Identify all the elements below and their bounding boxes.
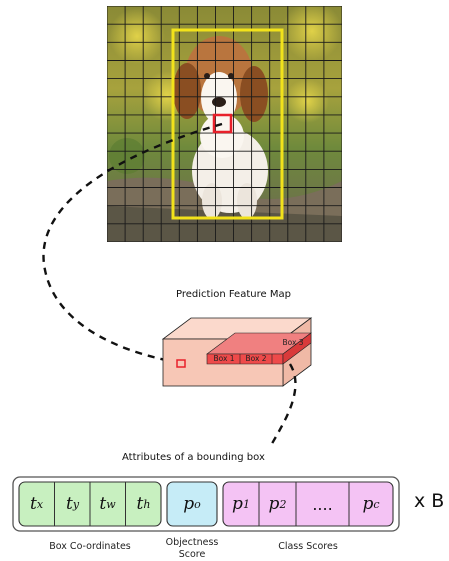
attributes-title: Attributes of a bounding box — [122, 452, 265, 463]
responsible-cell — [212, 113, 233, 134]
slice-label-box1: Box 1 — [213, 354, 234, 363]
dashed-connector-attributes — [268, 363, 297, 448]
ground-truth-bbox — [171, 28, 284, 220]
grid-overlay — [107, 6, 342, 242]
feature-map-title: Prediction Feature Map — [176, 289, 291, 300]
slice-label-box3: Box 3 — [282, 338, 303, 347]
class-scores-group — [222, 481, 394, 527]
dashed-connector-arrow — [42, 122, 223, 364]
box-coords-caption: Box Co-ordinates — [49, 541, 131, 552]
multiplier-label: x B — [414, 490, 445, 512]
class-scores-caption: Class Scores — [278, 541, 338, 552]
attribute-vector-frame — [12, 476, 400, 532]
objectness-caption-line1: Objectness — [165, 537, 219, 548]
objectness-caption-line2: Score — [178, 549, 206, 560]
objectness-group — [166, 481, 218, 527]
feature-map-cube — [161, 317, 313, 387]
cell-ellipsis: .... — [312, 494, 333, 514]
slice-label-box2: Box 2 — [245, 354, 266, 363]
objectness-caption: Objectness Score — [152, 537, 232, 561]
